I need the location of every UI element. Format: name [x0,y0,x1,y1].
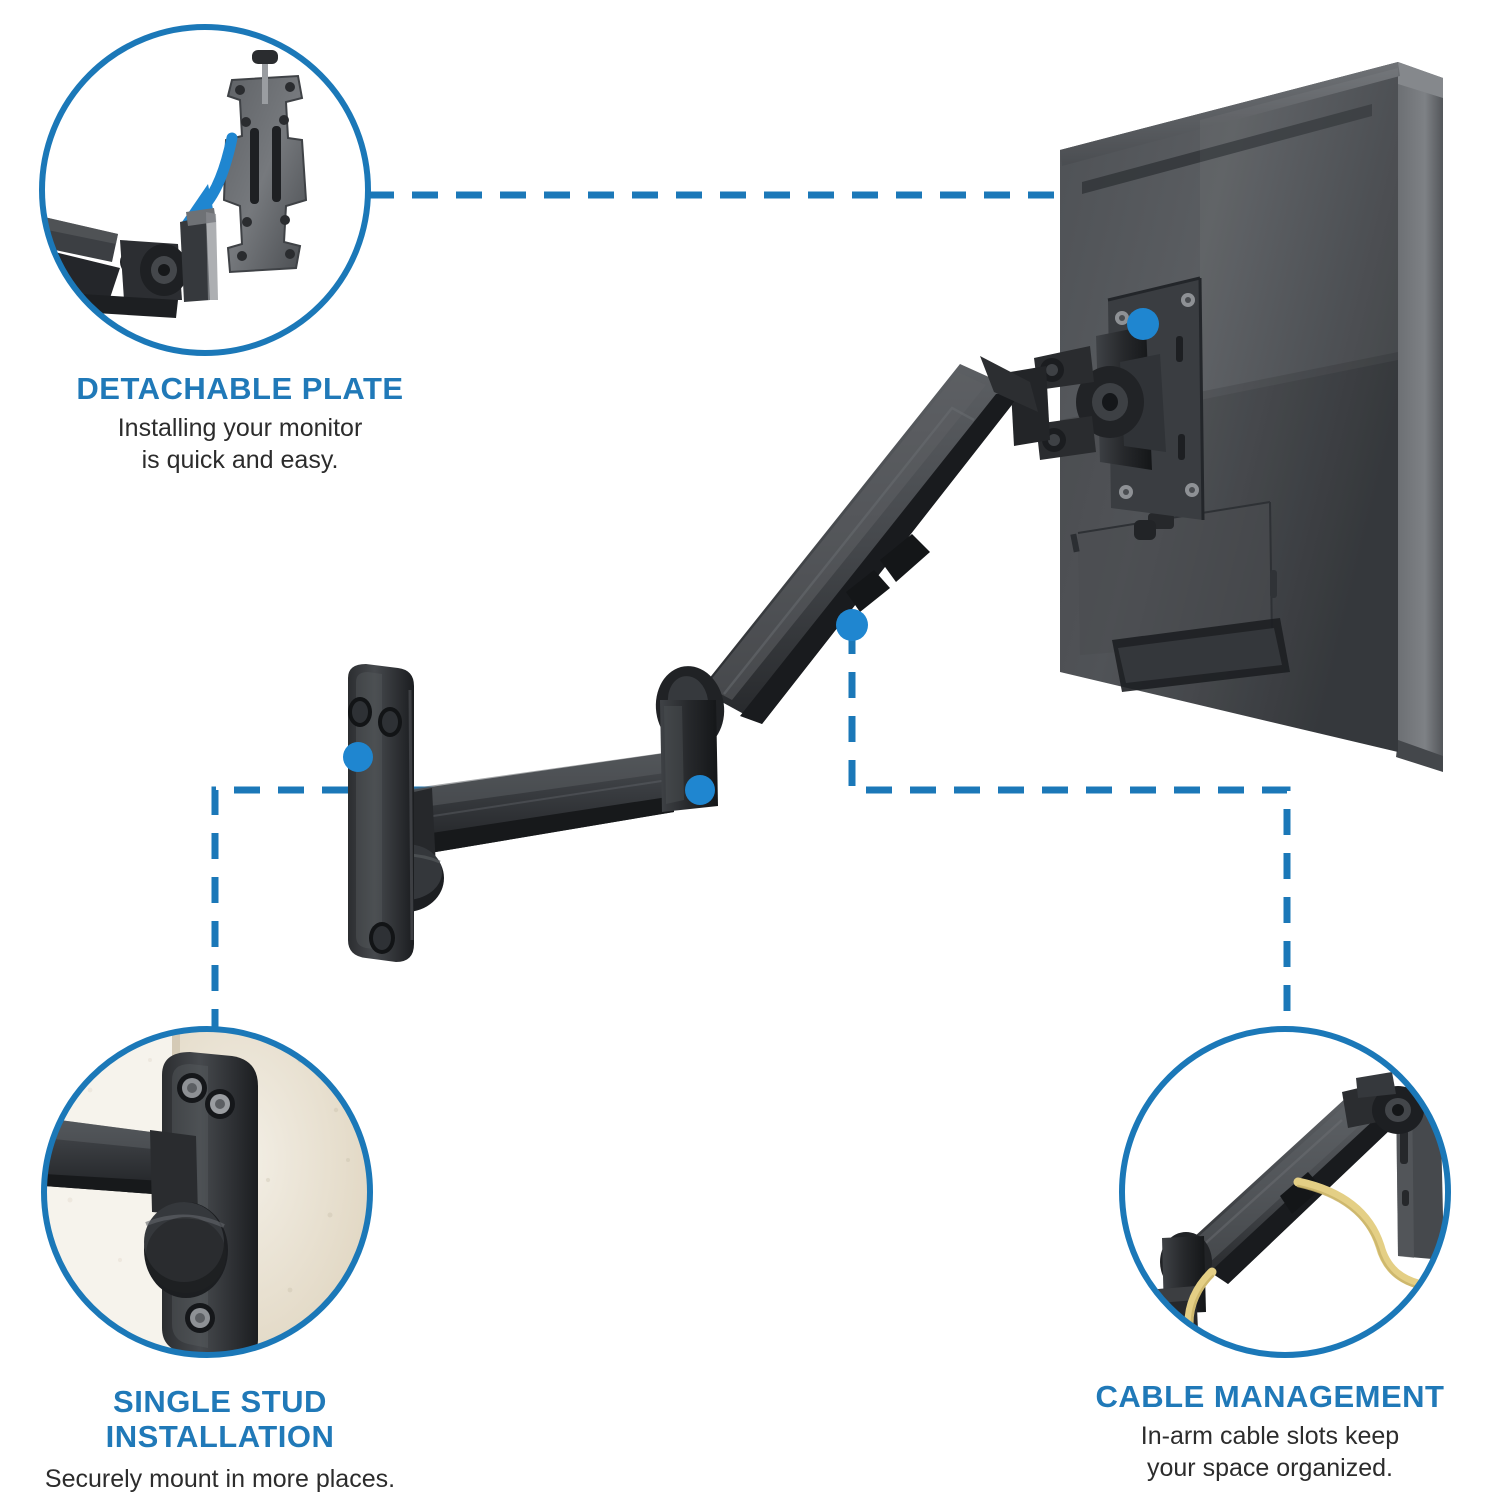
vesa-head-dot [1127,308,1159,340]
wall-mount-plate [348,664,414,962]
leader-line-stud [211,786,700,1038]
title-line-2: INSTALLATION [105,1418,335,1454]
lower-extension-arm [368,700,718,912]
callout-subtitle-single-stud: Securely mount in more places. [0,1463,440,1495]
callout-circle-single-stud [41,1026,373,1358]
connector-dots [343,308,1159,805]
callout-circle-cable-management [1119,1026,1451,1358]
vesa-plate-detached [222,50,308,274]
wall-plate-dot [343,742,373,772]
gas-spring-arm-dot [836,609,868,641]
subtitle-line-2: is quick and easy. [141,446,339,474]
vesa-mount-head [1010,276,1205,540]
monitor-rear-panel [1060,62,1443,772]
title-line-1: SINGLE STUD [113,1384,327,1419]
callout-circle-detachable-plate [39,24,371,356]
subtitle-line-1: Installing your monitor [117,414,363,442]
subtitle-line-1: In-arm cable slots keep [1140,1422,1400,1450]
callout-subtitle-cable-management: In-arm cable slots keep your space organ… [1050,1420,1490,1484]
callout-subtitle-detachable-plate: Installing your monitor is quick and eas… [20,412,460,476]
lower-arm-dot [685,775,715,805]
callout-title-cable-management: CABLE MANAGEMENT [1095,1379,1445,1414]
callout-title-detachable-plate: DETACHABLE PLATE [76,371,404,406]
subtitle-line-2: your space organized. [1147,1454,1393,1482]
subtitle-line-1: Securely mount in more places. [44,1465,396,1493]
gas-spring-arm [655,356,1038,800]
leader-line-detachable [368,191,1147,318]
leader-line-cable [848,628,1291,1030]
callout-title-single-stud: SINGLE STUD INSTALLATION [10,1384,430,1454]
mounting-screw-icon [177,1073,235,1333]
